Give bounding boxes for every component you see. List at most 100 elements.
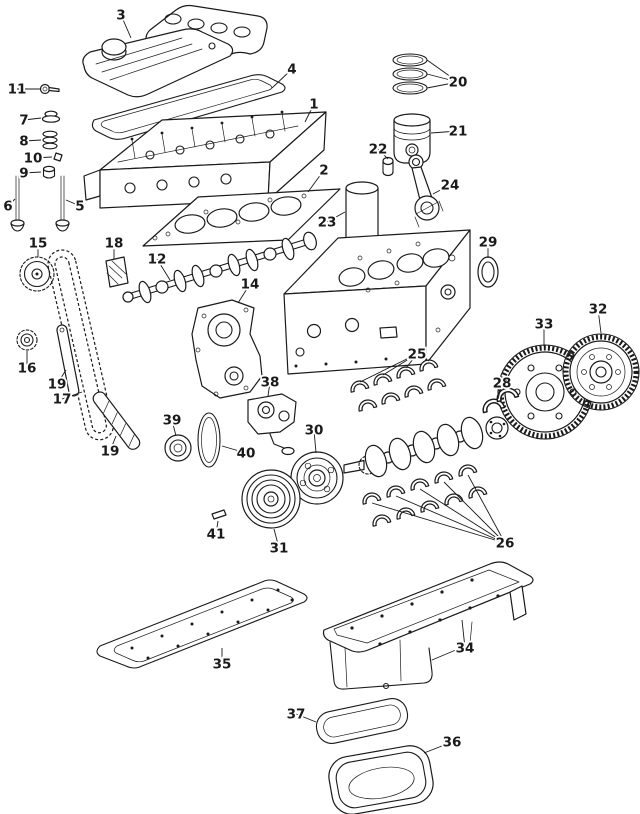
part-number-callout: 38	[261, 375, 280, 391]
valve-cover	[82, 28, 234, 98]
part-number-callout: 16	[18, 361, 37, 377]
callout-leader-line	[120, 14, 132, 39]
part-number-callout: 19	[48, 377, 67, 393]
tensioner-rail	[56, 324, 80, 397]
callout-leader-line	[326, 211, 346, 223]
callout-leader-line	[395, 495, 506, 544]
valve-cover-gasket	[91, 74, 286, 140]
part-number-callout: 22	[369, 142, 388, 158]
idler-sprocket	[16, 329, 38, 351]
callout-leader-line	[32, 156, 53, 159]
part-number-callout: 18	[105, 236, 124, 252]
callout-leader-line	[426, 81, 459, 89]
connecting-rod	[408, 154, 444, 228]
camshaft	[122, 231, 317, 304]
callout-leader-line	[597, 308, 602, 334]
part-number-callout: 33	[535, 317, 554, 333]
callout-leader-line	[215, 520, 219, 535]
callout-leader-line	[416, 353, 430, 362]
callout-leader-line	[271, 68, 293, 89]
part-number-callout: 35	[213, 657, 232, 673]
part-number-callout: 10	[24, 151, 43, 167]
part-number-callout: 32	[589, 302, 608, 318]
part-number-callout: 29	[479, 235, 498, 251]
part-number-callout: 11	[8, 82, 27, 98]
callout-leader-line	[443, 481, 506, 544]
part-number-callout: 9	[19, 166, 28, 182]
part-number-callout: 19	[101, 444, 120, 460]
part-number-callout: 7	[19, 113, 28, 129]
oil-pump	[247, 393, 297, 456]
callout-leader-line	[171, 419, 177, 437]
part-number-callout: 30	[305, 423, 324, 439]
callout-leader-line	[23, 117, 42, 121]
part-number-callout: 20	[449, 75, 468, 91]
callout-leader-line	[430, 130, 459, 134]
engine-artwork	[10, 4, 640, 814]
lower-pan-gasket	[315, 698, 409, 744]
oil-pan	[322, 561, 534, 690]
valve-keeper	[53, 152, 63, 162]
callout-leader-line	[313, 429, 317, 454]
part-number-callout: 34	[456, 641, 475, 657]
part-number-callout: 28	[493, 376, 512, 392]
callout-leader-line	[359, 353, 418, 383]
part-number-callout: 2	[319, 163, 328, 179]
head-gasket	[142, 188, 341, 247]
flywheel	[562, 333, 640, 411]
camshaft-sprocket	[19, 256, 55, 292]
callout-leader-line	[467, 474, 506, 544]
callout-leader-line	[461, 619, 466, 649]
intake-valve	[55, 175, 70, 232]
callout-leader-line	[295, 713, 317, 723]
part-number-callout: 5	[75, 199, 84, 215]
part-number-callout: 26	[496, 536, 515, 552]
rear-main-seal	[477, 256, 499, 288]
part-number-callout: 39	[163, 413, 182, 429]
part-number-callout: 6	[3, 199, 12, 215]
part-number-callout: 21	[449, 124, 468, 140]
callout-leader-line	[382, 353, 418, 376]
part-number-callout: 8	[19, 134, 28, 150]
part-number-callout: 3	[116, 8, 125, 24]
part-number-callout: 17	[53, 392, 72, 408]
valve-spring-retainer	[41, 110, 61, 123]
slide-rail	[92, 391, 141, 450]
part-number-callout: 25	[408, 347, 427, 363]
piston	[393, 113, 431, 164]
callout-leader-line	[61, 391, 83, 400]
timing-cover	[191, 299, 263, 399]
callout-leader-line	[65, 199, 81, 207]
part-number-callout: 37	[287, 707, 306, 723]
callout-leader-line	[273, 528, 280, 549]
part-number-callout: 36	[443, 735, 462, 751]
crankshaft	[343, 416, 509, 478]
callout-leader-line	[156, 258, 171, 281]
callout-leader-line	[426, 59, 459, 83]
part-number-callout: 31	[270, 541, 289, 557]
callout-leader-line	[423, 741, 453, 754]
valve-spring	[42, 130, 58, 150]
callout-leader-line	[497, 382, 503, 400]
callout-leader-line	[7, 198, 16, 207]
callout-leader-line	[405, 353, 418, 369]
valve-stem-seal	[42, 165, 56, 179]
part-number-callout: 15	[29, 236, 48, 252]
callout-leader-line	[432, 184, 451, 195]
callout-leader-line	[426, 73, 459, 83]
callout-leader-line	[221, 445, 247, 454]
cover-bolt	[39, 83, 60, 95]
callout-leader-line	[267, 381, 271, 397]
callout-leader-line	[109, 435, 117, 452]
piston-rings	[392, 53, 428, 95]
part-number-callout: 1	[309, 97, 318, 113]
callout-leader-line	[307, 169, 325, 193]
part-number-callout: 12	[148, 252, 167, 268]
part-number-callout: 41	[207, 527, 226, 543]
piston-pin	[382, 156, 394, 177]
part-number-callout: 40	[237, 446, 256, 462]
vibration-damper	[290, 451, 344, 505]
